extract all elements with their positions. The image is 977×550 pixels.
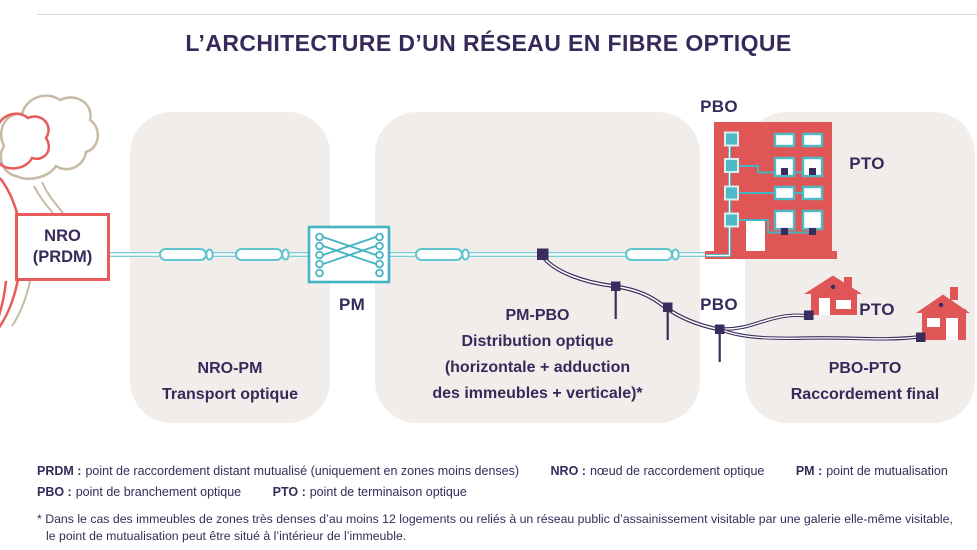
legend-definition: nœud de raccordement optique xyxy=(589,464,765,478)
footnote-line-1: * Dans le cas des immeubles de zones trè… xyxy=(37,512,953,526)
caption-raccordement: PBO-PTO Raccordement final xyxy=(750,356,977,408)
legend-entry-pm: PM :point de mutualisation xyxy=(796,464,948,478)
legend-entry-pto: PTO :point de terminaison optique xyxy=(273,485,467,499)
legend-definition: point de raccordement distant mutualisé … xyxy=(85,464,520,478)
segment-code: NRO-PM xyxy=(197,360,263,377)
legend-entry-pbo: PBO :point de branchement optique xyxy=(37,485,241,499)
pbo-building-label: PBO xyxy=(700,97,738,116)
legend-term: PTO : xyxy=(272,485,306,499)
caption-transport: NRO-PM Transport optique xyxy=(130,356,330,408)
pto-houses-label: PTO xyxy=(859,300,895,319)
riser-pbo-boxes xyxy=(724,131,739,228)
caption-distribution: PM-PBO Distribution optique (horizontale… xyxy=(375,303,700,407)
page-title: L’ARCHITECTURE D’UN RÉSEAU EN FIBRE OPTI… xyxy=(185,30,792,56)
segment-caption-line: des immeubles + verticale)* xyxy=(432,385,643,402)
legend-row-2: PBO :point de branchement optique PTO :p… xyxy=(37,485,495,499)
legend-definition: point de terminaison optique xyxy=(309,485,467,499)
top-divider xyxy=(37,14,977,15)
segment-code: PM-PBO xyxy=(505,307,570,324)
segment-caption-line: Raccordement final xyxy=(790,386,940,403)
segment-caption-line: Transport optique xyxy=(162,386,298,403)
prdm-label: (PRDM) xyxy=(32,248,93,266)
footnote-line-2: le point de mutualisation peut être situ… xyxy=(46,528,407,543)
segment-caption-line: Distribution optique xyxy=(461,333,614,350)
legend-row-1: PRDM :point de raccordement distant mutu… xyxy=(37,464,976,478)
segment-caption-line: (horizontale + adduction xyxy=(444,359,631,376)
legend-entry-nro: NRO :nœud de raccordement optique xyxy=(551,464,765,478)
legend-entry-prdm: PRDM :point de raccordement distant mutu… xyxy=(37,464,519,478)
panel-transport-optique xyxy=(130,112,330,423)
segment-code: PBO-PTO xyxy=(828,360,902,377)
legend-term: PM : xyxy=(795,464,823,478)
pm-label: PM xyxy=(338,295,366,314)
pto-building-label: PTO xyxy=(849,154,885,173)
nro-label: NRO xyxy=(44,227,81,245)
legend-term: NRO : xyxy=(550,464,586,478)
legend-definition: point de branchement optique xyxy=(75,485,242,499)
legend-term: PRDM : xyxy=(37,464,82,478)
pbo-pole-label: PBO xyxy=(700,295,738,314)
legend-definition: point de mutualisation xyxy=(826,464,948,478)
legend-term: PBO : xyxy=(37,485,72,499)
nro-node-box: NRO (PRDM) xyxy=(15,213,110,281)
footnote: * Dans le cas des immeubles de zones trè… xyxy=(37,511,953,544)
